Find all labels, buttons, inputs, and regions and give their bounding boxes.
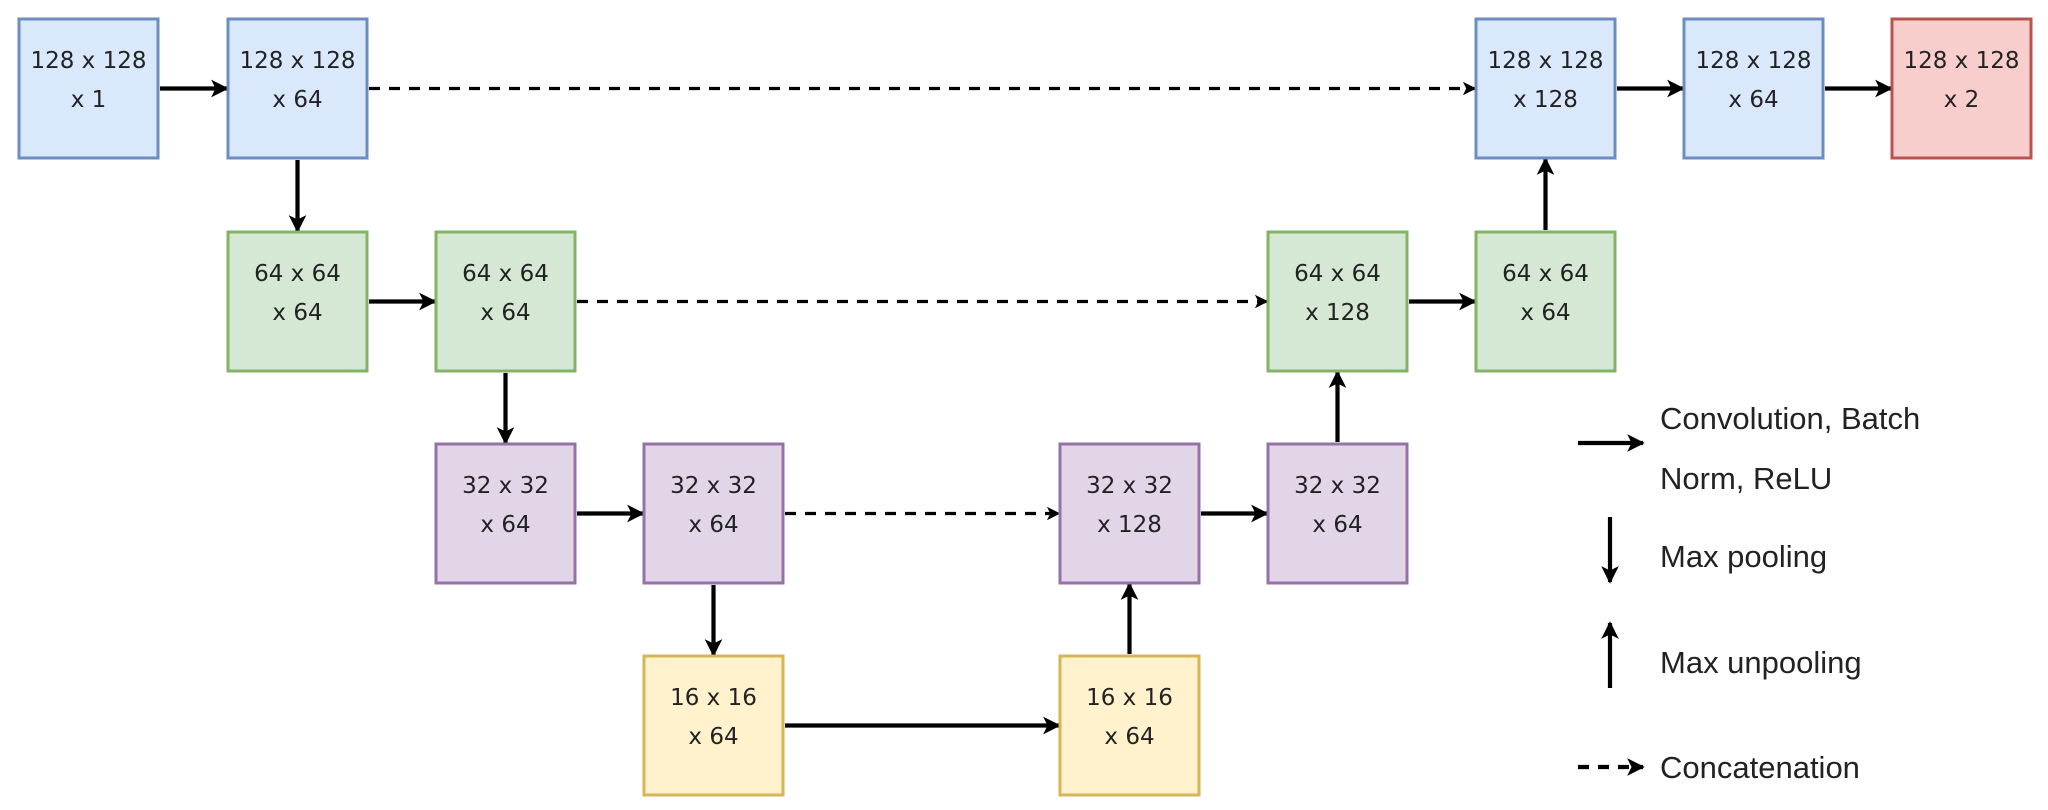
node-n8: 16 x 16 x 64 [1058,654,1201,797]
node-channel-label: x 64 [272,87,322,113]
node-size-label: 64 x 64 [1502,261,1589,287]
node-n14: 128 x 128 x 64 [1682,17,1825,160]
node-n3: 64 x 64 x 64 [226,230,369,373]
node-channel-label: x 64 [272,300,322,326]
legend-conv-label-2: Norm, ReLU [1660,461,1832,496]
node-box [226,17,369,160]
edges-layer [160,79,1893,735]
node-box [434,442,577,585]
node-channel-label: x 64 [480,512,530,538]
node-box [226,230,369,373]
node-n6: 32 x 32 x 64 [642,442,785,585]
legend-pool-label: Max pooling [1660,539,1827,574]
node-n7: 16 x 16 x 64 [642,654,785,797]
node-box [1890,17,2033,160]
node-size-label: 16 x 16 [1086,685,1173,711]
legend-conv-label-1: Convolution, Batch [1660,401,1920,436]
node-channel-label: x 64 [688,512,738,538]
node-box [1474,230,1617,373]
node-box [17,17,160,160]
node-channel-label: x 64 [688,724,738,750]
node-box [1266,442,1409,585]
node-n4: 64 x 64 x 64 [434,230,577,373]
legend-unpool-label: Max unpooling [1660,645,1862,680]
node-n2: 128 x 128 x 64 [226,17,369,160]
node-size-label: 128 x 128 [1695,48,1811,74]
node-box [1058,654,1201,797]
legend-concat-label: Concatenation [1660,750,1860,785]
node-size-label: 16 x 16 [670,685,757,711]
node-n10: 32 x 32 x 64 [1266,442,1409,585]
node-channel-label: x 2 [1944,87,1980,113]
node-channel-label: x 64 [1104,724,1154,750]
node-n5: 32 x 32 x 64 [434,442,577,585]
node-size-label: 128 x 128 [239,48,355,74]
node-box [1058,442,1201,585]
node-size-label: 128 x 128 [30,48,146,74]
node-channel-label: x 128 [1513,87,1578,113]
node-size-label: 32 x 32 [462,473,549,499]
node-box [642,654,785,797]
node-box [642,442,785,585]
node-box [434,230,577,373]
node-channel-label: x 128 [1097,512,1162,538]
node-size-label: 64 x 64 [462,261,549,287]
node-n15: 128 x 128 x 2 [1890,17,2033,160]
node-n12: 64 x 64 x 64 [1474,230,1617,373]
node-size-label: 32 x 32 [1086,473,1173,499]
legend: Convolution, Batch Norm, ReLU Max poolin… [1578,401,1920,785]
node-n11: 64 x 64 x 128 [1266,230,1409,373]
node-channel-label: x 64 [1728,87,1778,113]
node-box [1474,17,1617,160]
node-channel-label: x 64 [480,300,530,326]
node-size-label: 32 x 32 [670,473,757,499]
node-size-label: 128 x 128 [1487,48,1603,74]
node-n9: 32 x 32 x 128 [1058,442,1201,585]
node-size-label: 32 x 32 [1294,473,1381,499]
node-box [1682,17,1825,160]
node-size-label: 128 x 128 [1903,48,2019,74]
node-n1: 128 x 128 x 1 [17,17,160,160]
node-box [1266,230,1409,373]
node-channel-label: x 64 [1520,300,1570,326]
node-channel-label: x 128 [1305,300,1370,326]
node-channel-label: x 1 [71,87,107,113]
node-channel-label: x 64 [1312,512,1362,538]
node-size-label: 64 x 64 [254,261,341,287]
node-n13: 128 x 128 x 128 [1474,17,1617,160]
node-size-label: 64 x 64 [1294,261,1381,287]
